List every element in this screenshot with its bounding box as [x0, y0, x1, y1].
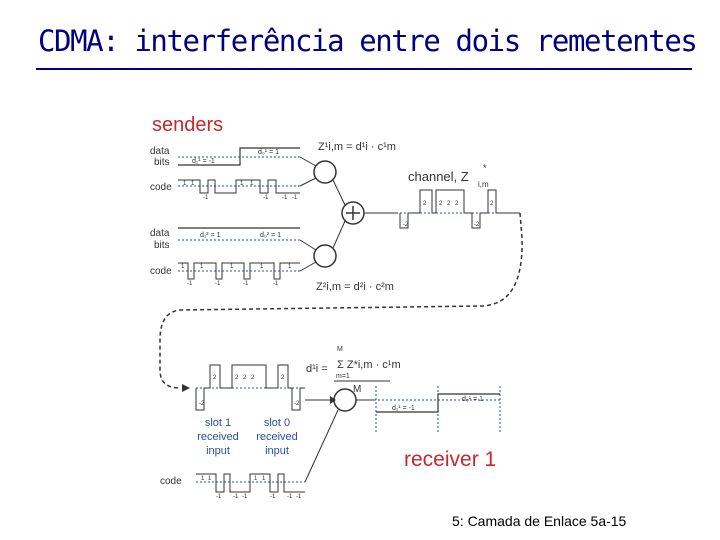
svg-text:1: 1	[200, 264, 204, 270]
svg-text:received: received	[256, 431, 298, 443]
slot0-label: slot 0 received input	[256, 417, 298, 457]
svg-text:-1: -1	[282, 195, 288, 201]
sender1-data-label: data	[150, 146, 170, 157]
senders-heading: senders	[152, 114, 223, 136]
svg-text:1: 1	[288, 264, 292, 270]
svg-text:-1: -1	[203, 195, 209, 201]
receiver-connectors	[304, 399, 374, 483]
svg-text:-1: -1	[263, 195, 269, 201]
svg-text:1: 1	[201, 476, 205, 482]
svg-text:-1: -1	[270, 494, 276, 500]
svg-text:-1: -1	[287, 494, 293, 500]
sender2-data-waveform: d₁² = 1 d₀² = 1	[178, 227, 300, 241]
received-waveform: -2 2 2 2 2 2 -2	[195, 364, 305, 411]
receiver-d0-value: d₀¹ = 1	[462, 396, 483, 403]
svg-text:received: received	[197, 431, 239, 443]
svg-text:-1: -1	[273, 281, 279, 287]
svg-text:m=1: m=1	[336, 373, 350, 380]
svg-text:1: 1	[183, 181, 187, 187]
svg-text:2: 2	[281, 375, 285, 381]
svg-text:-1: -1	[216, 494, 222, 500]
svg-text:-1: -1	[242, 494, 248, 500]
svg-text:2: 2	[439, 201, 443, 207]
channel-to-receiver-path	[159, 212, 523, 389]
sender1-code-waveform: 1 1 -1 1 1 -1 -1 -1	[178, 179, 300, 201]
svg-text:2: 2	[235, 375, 239, 381]
channel-label: channel, Z i,m *	[408, 163, 489, 189]
svg-text:2: 2	[243, 375, 247, 381]
svg-text:-1: -1	[187, 281, 193, 287]
svg-text:2: 2	[423, 201, 427, 207]
slide-footer: 5: Camada de Enlace 5a-15	[452, 513, 627, 529]
sender1-d0-value: d₀¹ = 1	[258, 149, 279, 156]
svg-text:-2: -2	[294, 401, 300, 407]
svg-text:-2: -2	[403, 222, 409, 228]
sender-connectors	[299, 156, 398, 272]
sender2-data-label: data	[150, 228, 170, 239]
svg-text:input: input	[265, 445, 289, 457]
svg-text:channel, Z: channel, Z	[408, 169, 469, 184]
sender2-d0-value: d₀² = 1	[260, 232, 281, 239]
svg-text:-2: -2	[474, 222, 480, 228]
svg-text:M: M	[353, 384, 361, 395]
svg-text:1: 1	[240, 181, 244, 187]
svg-text:1: 1	[260, 264, 264, 270]
svg-text:input: input	[206, 445, 230, 457]
svg-text:1: 1	[254, 476, 258, 482]
sender2-d1-value: d₁² = 1	[200, 232, 221, 239]
svg-text:slot 0: slot 0	[264, 417, 290, 429]
svg-text:1: 1	[230, 264, 234, 270]
svg-text:-2: -2	[199, 401, 205, 407]
sender2-equation: Z²i,m = d²i · c²m	[316, 281, 394, 293]
arrow-icon	[182, 384, 190, 392]
slide-title: CDMA: interferência entre dois remetente…	[38, 24, 698, 58]
svg-text:Σ Z*i,m · c¹m: Σ Z*i,m · c¹m	[337, 359, 401, 371]
svg-text:1: 1	[250, 181, 254, 187]
receiver-equation: d¹i = M Σ Z*i,m · c¹m m=1 M	[306, 346, 401, 395]
sender1-data-waveform: d₁¹ = -1 d₀¹ = 1	[178, 147, 300, 166]
svg-text:1: 1	[181, 264, 185, 270]
svg-text:1: 1	[208, 476, 212, 482]
svg-text:slot 1: slot 1	[205, 417, 231, 429]
sender2-code-label: code	[150, 266, 172, 277]
svg-text:i,m: i,m	[478, 180, 489, 189]
svg-text:2: 2	[447, 201, 451, 207]
receiver-heading: receiver 1	[404, 448, 496, 471]
svg-text:d¹i =: d¹i =	[306, 363, 328, 375]
sender2-code-waveform: 1 -1 1 -1 1 -1 1 -1 1	[178, 262, 300, 287]
sender1-d1-value: d₁¹ = -1	[192, 158, 215, 165]
svg-text:-1: -1	[233, 494, 239, 500]
svg-text:-1: -1	[292, 195, 298, 201]
sender1-bits-label: bits	[154, 157, 170, 168]
sender1-code-label: code	[150, 182, 172, 193]
svg-text:1: 1	[191, 181, 195, 187]
slot1-label: slot 1 received input	[197, 417, 239, 457]
receiver-d1-value: d₁¹ = -1	[392, 405, 415, 412]
sender1-equation: Z¹i,m = d¹i · c¹m	[318, 141, 396, 153]
receiver-output-waveform: d₁¹ = -1 d₀¹ = 1	[374, 386, 501, 434]
sender2-bits-label: bits	[154, 240, 170, 251]
svg-text:2: 2	[213, 375, 217, 381]
title-underline	[36, 68, 692, 70]
svg-text:2: 2	[251, 375, 255, 381]
svg-text:-1: -1	[296, 494, 302, 500]
svg-text:1: 1	[262, 476, 266, 482]
svg-text:2: 2	[490, 201, 494, 207]
multiplier2-icon	[313, 244, 337, 268]
receiver-arrow-icon	[330, 396, 336, 404]
svg-text:-1: -1	[215, 281, 221, 287]
channel-waveform: -2 2 2 2 2 -2 2	[399, 189, 520, 229]
svg-text:*: *	[483, 163, 487, 173]
svg-text:-1: -1	[243, 281, 249, 287]
adder-icon	[341, 201, 365, 225]
receiver-code-waveform: 1 1 -1 -1 -1 1 1 -1 -1 -1	[196, 473, 305, 500]
svg-text:M: M	[337, 346, 343, 353]
multiplier1-icon	[313, 160, 337, 184]
svg-text:2: 2	[455, 201, 459, 207]
receiver-code-label: code	[160, 476, 182, 487]
